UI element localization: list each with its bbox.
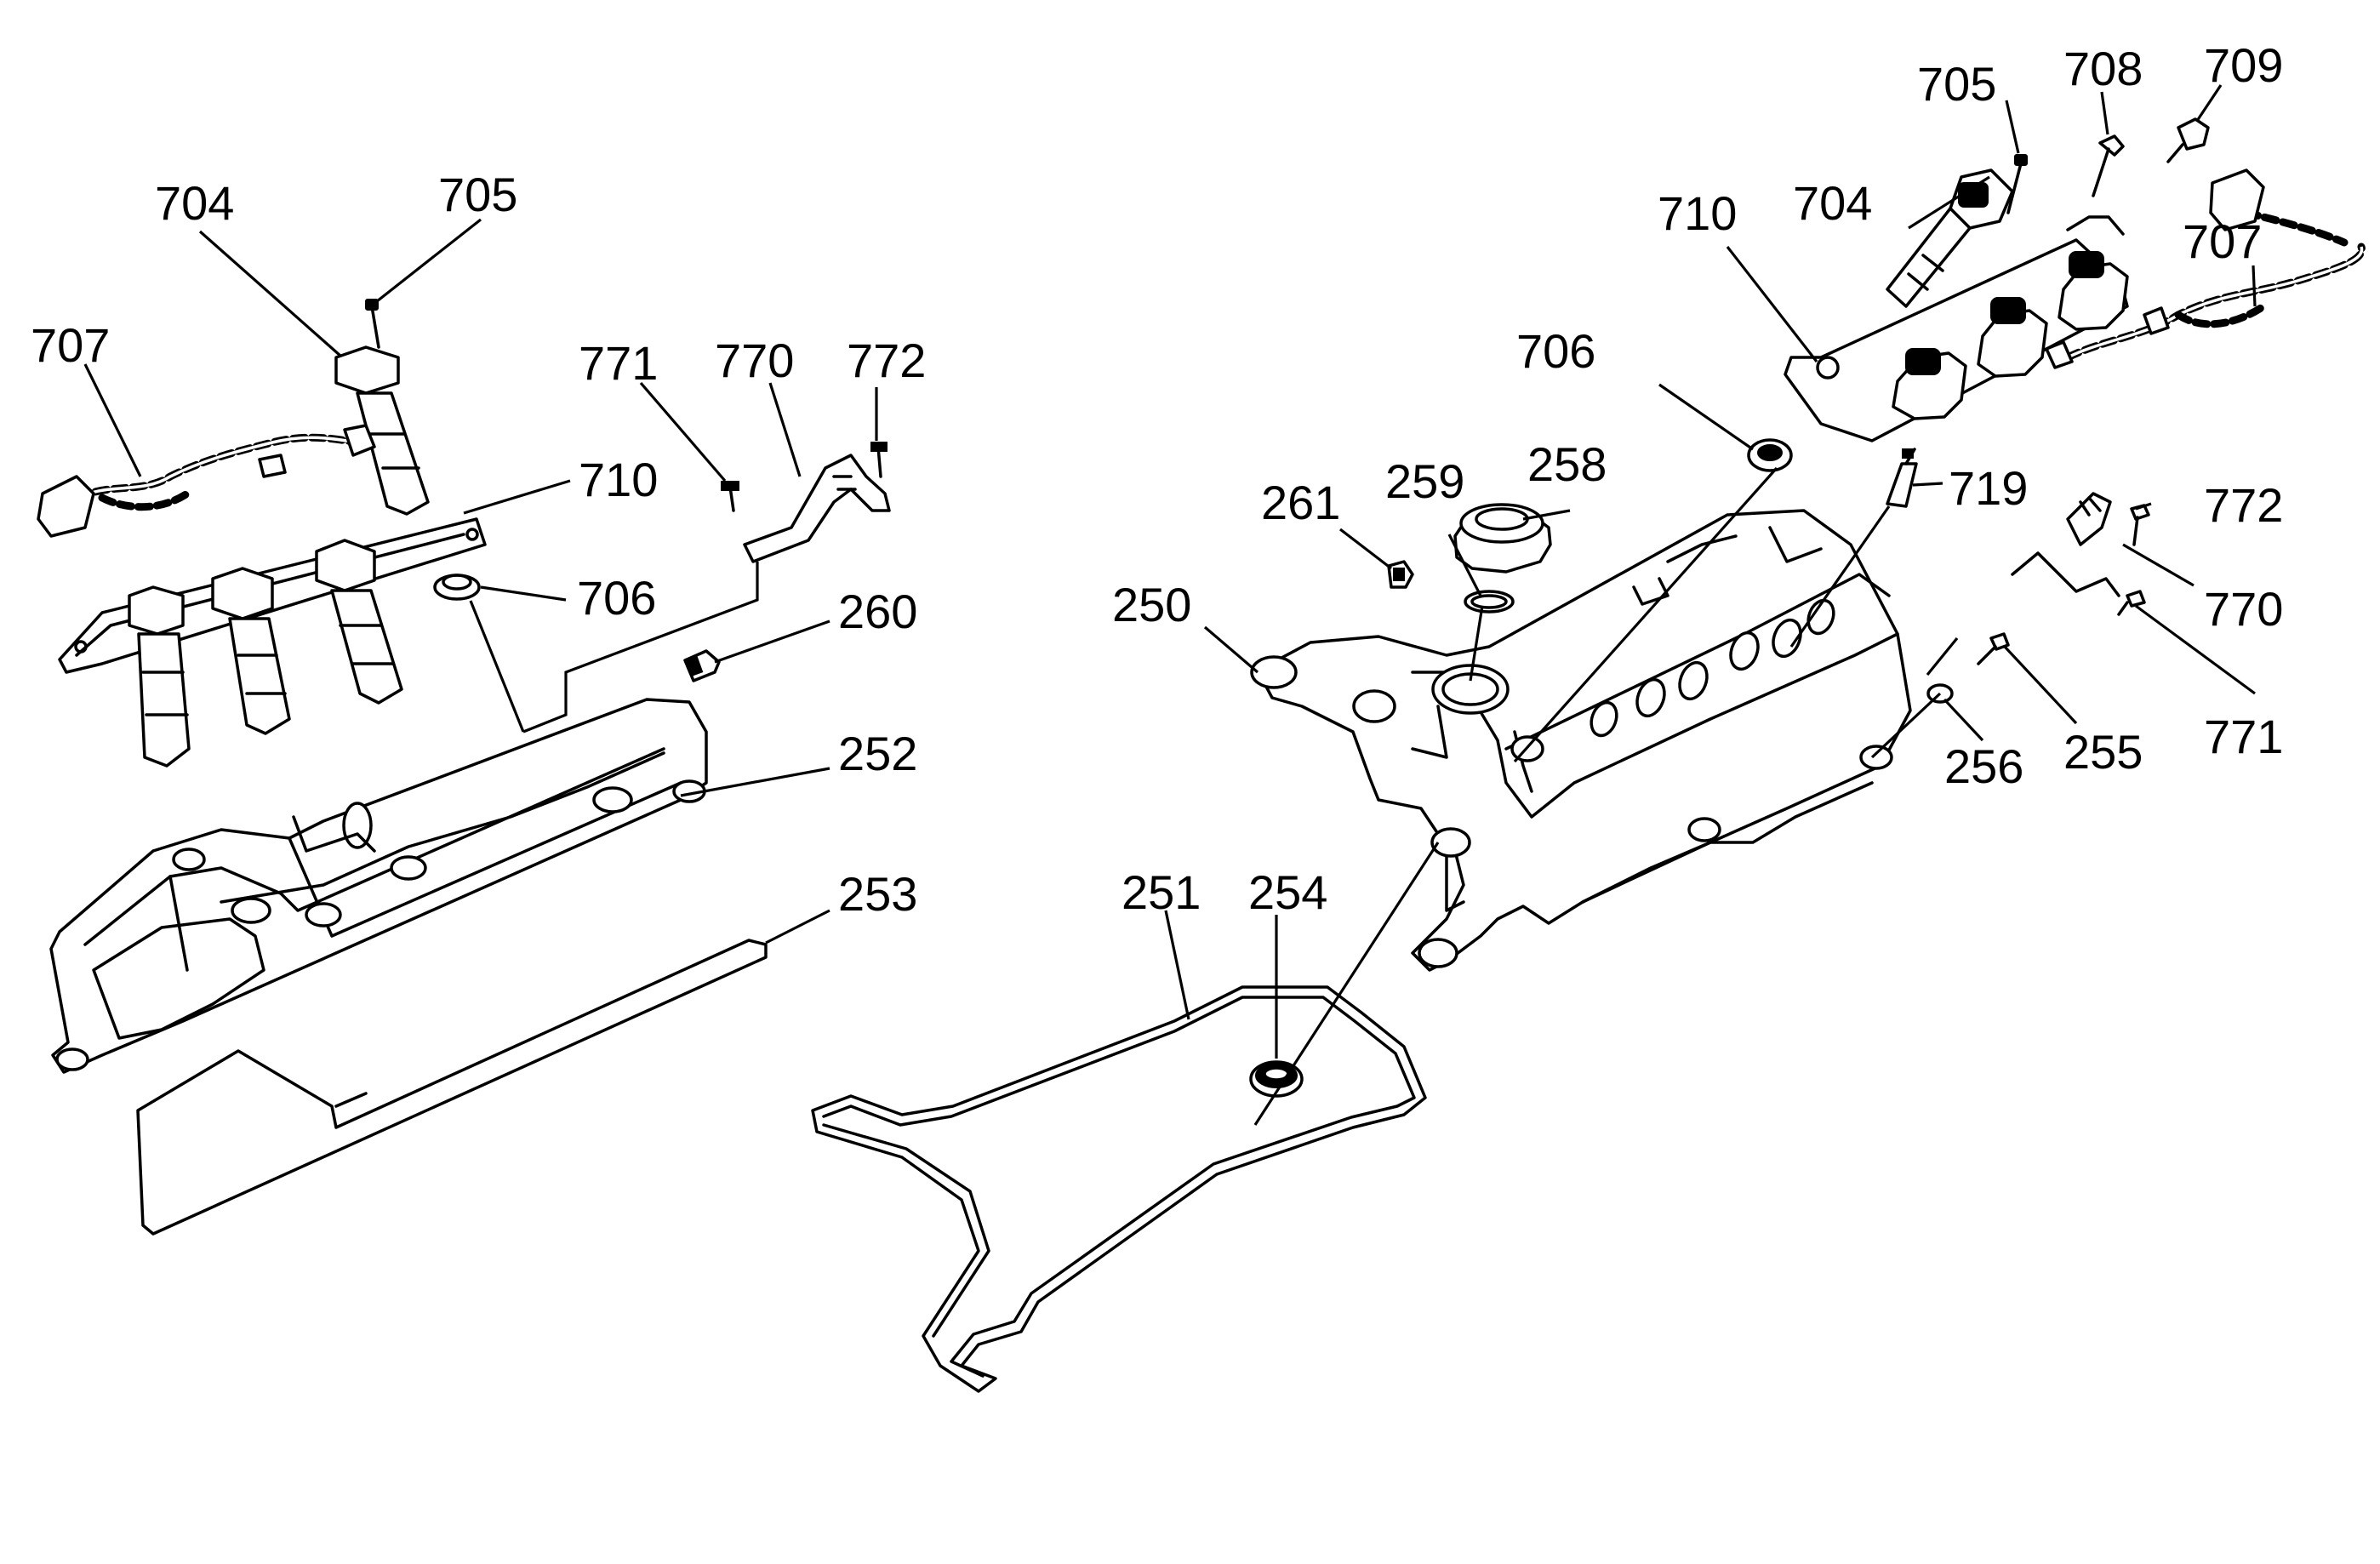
callout-right-719: 719 xyxy=(1949,461,2028,515)
left-ignition-coils xyxy=(128,345,430,768)
right-ignition-coils xyxy=(1886,168,2129,420)
left-valve-cover-gasket xyxy=(136,939,768,1236)
right-leader-lines xyxy=(1164,84,2257,1126)
callout-right-710: 710 xyxy=(1658,186,1737,240)
right-fitting-261 xyxy=(1387,560,1414,589)
callout-right-770: 770 xyxy=(2204,582,2283,636)
callout-right-255: 255 xyxy=(2063,725,2143,779)
right-coil-3 xyxy=(2058,251,2129,331)
right-bolt-255 xyxy=(1977,632,2010,665)
callout-right-705: 705 xyxy=(1917,57,1996,111)
left-bracket-770 xyxy=(743,454,891,563)
right-bolt-708 xyxy=(2092,134,2125,197)
callout-right-709: 709 xyxy=(2204,38,2283,92)
callout-right-259: 259 xyxy=(1385,454,1464,508)
right-bolt-772 xyxy=(2130,504,2150,546)
callout-left-260: 260 xyxy=(838,585,917,638)
callout-right-707: 707 xyxy=(2183,214,2262,268)
left-plug xyxy=(683,649,721,682)
right-bolt-705 xyxy=(2006,154,2028,214)
right-valve-cover xyxy=(1250,509,1912,972)
left-callouts: 704 705 707 710 706 771 770 772 260 252 … xyxy=(31,168,926,921)
left-coil-3 xyxy=(315,539,403,705)
callout-right-706: 706 xyxy=(1516,324,1595,378)
callout-left-706: 706 xyxy=(577,571,656,625)
left-assembly: 704 705 707 710 706 771 770 772 260 252 … xyxy=(31,168,926,1236)
left-wire-harness xyxy=(37,424,376,538)
callout-right-256: 256 xyxy=(1944,739,2023,793)
left-valve-cover xyxy=(49,698,708,1074)
callout-right-258: 258 xyxy=(1527,437,1607,491)
callout-right-251: 251 xyxy=(1122,865,1201,919)
callout-right-250: 250 xyxy=(1112,578,1191,631)
right-assembly: 705 708 709 710 704 707 706 258 259 261 … xyxy=(811,38,2366,1393)
right-callouts: 705 708 709 710 704 707 706 258 259 261 … xyxy=(1112,38,2283,919)
callout-left-770: 770 xyxy=(715,334,794,387)
callout-left-705: 705 xyxy=(438,168,517,221)
callout-left-253: 253 xyxy=(838,867,917,921)
right-grommet-706 xyxy=(1747,438,1793,472)
callout-left-772: 772 xyxy=(847,334,926,387)
left-bolt-705 xyxy=(365,299,380,349)
callout-left-704: 704 xyxy=(155,176,234,230)
left-bolt-772 xyxy=(870,442,888,478)
right-oil-cap-seal xyxy=(1464,590,1515,614)
right-coil-1 xyxy=(1892,348,1967,420)
callout-right-704: 704 xyxy=(1793,176,1872,230)
left-bolt-771 xyxy=(721,481,739,512)
callout-right-771: 771 xyxy=(2204,710,2283,763)
right-bolt-771 xyxy=(2117,590,2146,616)
callout-right-772: 772 xyxy=(2204,478,2283,532)
right-bolt-709 xyxy=(2166,117,2210,163)
right-bracket-770 xyxy=(2011,492,2120,597)
callout-left-252: 252 xyxy=(838,727,917,780)
left-coil-2 xyxy=(211,567,291,735)
right-ignition-coil-bracket xyxy=(1784,215,2129,442)
right-oil-fill-cap xyxy=(1453,503,1552,574)
right-coil-4 xyxy=(1886,168,2014,308)
callout-right-261: 261 xyxy=(1261,476,1340,529)
callout-right-254: 254 xyxy=(1248,865,1327,919)
callout-left-710: 710 xyxy=(579,453,658,506)
right-coil-2 xyxy=(1977,297,2048,378)
callout-right-708: 708 xyxy=(2063,42,2143,95)
callout-left-707: 707 xyxy=(31,318,110,372)
right-spark-plug-719 xyxy=(1886,448,1918,508)
callout-left-771: 771 xyxy=(579,336,658,390)
left-coil-4 xyxy=(334,345,430,516)
right-wire-harness xyxy=(2045,168,2366,369)
left-coil-1 xyxy=(128,585,191,768)
right-valve-cover-gasket xyxy=(811,985,1427,1393)
left-leader-lines xyxy=(83,218,878,945)
left-grommet-706 xyxy=(433,574,481,601)
